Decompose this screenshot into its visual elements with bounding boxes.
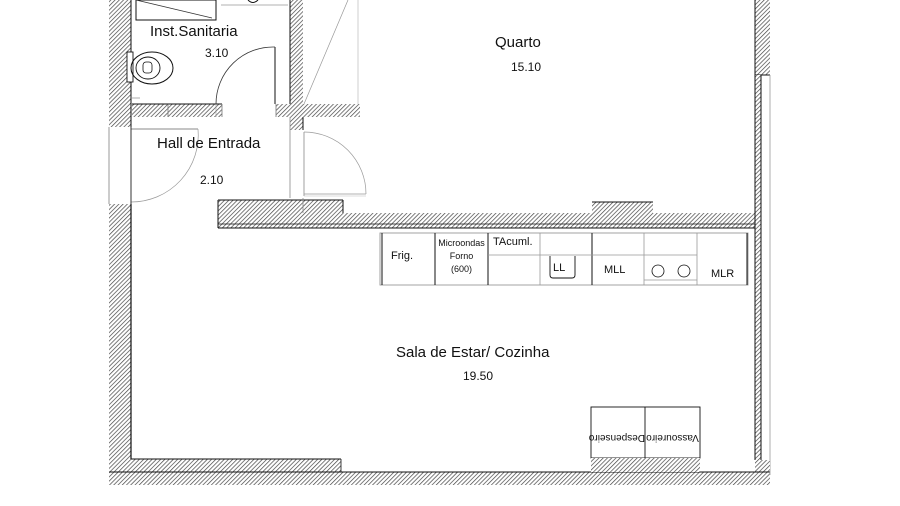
fixture-water-heater: TAcuml. (493, 236, 533, 248)
bathroom-partition (132, 0, 360, 130)
bottom-exterior-wall (109, 458, 770, 485)
fixture-washing-machine: MLR (711, 268, 735, 280)
fixture-microwave-line3: (600) (450, 264, 472, 274)
fixture-sink: LL (553, 262, 566, 274)
fixture-fridge: Frig. (391, 250, 413, 262)
left-exterior-wall (108, 0, 132, 474)
storage-vassoureiro: Vassoureiro (646, 432, 699, 443)
room-name-sala: Sala de Estar/ Cozinha (396, 344, 550, 361)
room-area-quarto: 15.10 (511, 60, 542, 74)
washbasin (221, 0, 288, 6)
bathroom-door (215, 46, 276, 117)
shower-tray (135, 0, 217, 21)
hob-burner-icon (651, 264, 665, 278)
storage-despenseiro: Despenseiro (588, 432, 645, 443)
quarto-door (303, 131, 367, 197)
hob-burner-icon (677, 264, 691, 278)
right-exterior-wall (754, 0, 771, 475)
storage-cabinets (590, 406, 701, 472)
room-area-inst-sanitaria: 3.10 (205, 46, 229, 60)
fixture-microwave-line1: Microondas (438, 238, 485, 248)
room-area-sala: 19.50 (463, 369, 494, 383)
room-name-inst-sanitaria: Inst.Sanitaria (150, 23, 238, 40)
room-name-hall: Hall de Entrada (157, 135, 261, 152)
kitchen-counter (379, 232, 749, 286)
quarto-door-swing (303, 0, 359, 105)
room-area-hall: 2.10 (200, 173, 224, 187)
room-name-quarto: Quarto (495, 34, 541, 51)
fixture-dishwasher: MLL (604, 264, 626, 276)
quarto-sala-partition (217, 198, 757, 229)
fixture-microwave-line2: Forno (449, 251, 474, 261)
hall-entry-door (130, 117, 291, 204)
toilet-icon (126, 51, 174, 99)
